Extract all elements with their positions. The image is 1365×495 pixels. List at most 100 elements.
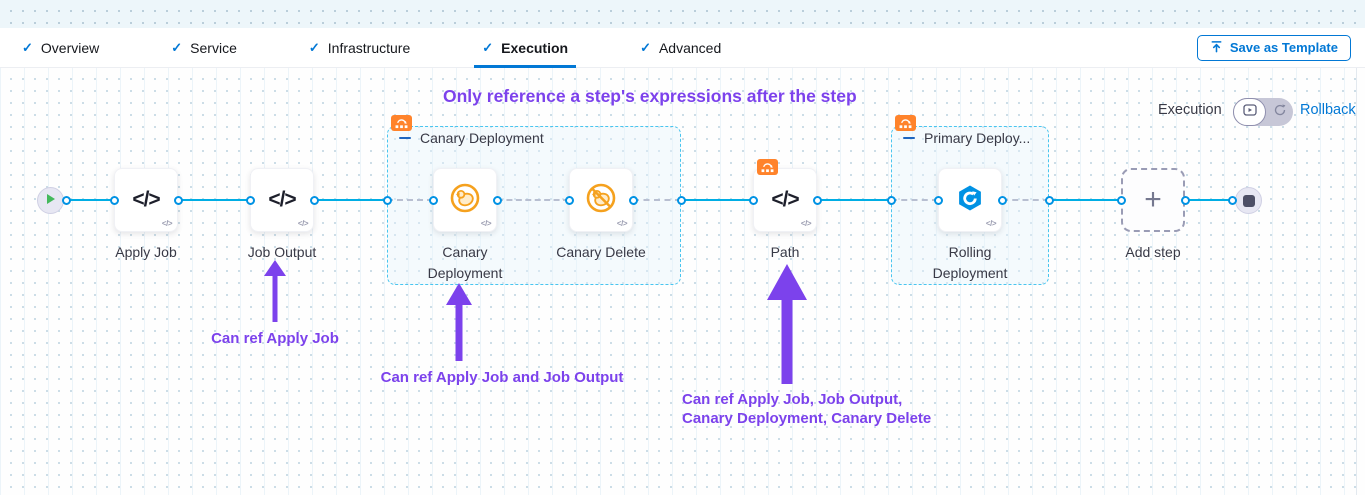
tab-label: Overview xyxy=(40,39,100,56)
node-port xyxy=(62,196,71,205)
step-group-icon xyxy=(895,115,916,131)
step-label-rolling-deployment: Rolling Deployment xyxy=(932,244,1008,281)
node-port xyxy=(383,196,392,205)
check-icon: ✓ xyxy=(308,39,320,55)
node-port xyxy=(1181,196,1190,205)
tab-label: Advanced xyxy=(658,39,722,56)
annotation-arrow-path xyxy=(767,264,807,384)
save-as-template-label: Save as Template xyxy=(1229,40,1338,55)
step-label-canary-delete: Canary Delete xyxy=(556,244,646,260)
step-label-apply-job: Apply Job xyxy=(115,244,177,260)
code-mini-icon: </> xyxy=(480,219,492,228)
step-label-canary-deployment: Canary Deployment xyxy=(427,244,503,281)
step-group-canary-header[interactable]: Canary Deployment xyxy=(399,130,544,146)
node-port xyxy=(998,196,1007,205)
tab-infrastructure[interactable]: ✓ Infrastructure xyxy=(301,28,418,67)
node-port xyxy=(310,196,319,205)
execution-canvas: Only reference a step's expressions afte… xyxy=(0,68,1365,495)
rolling-deployment-icon xyxy=(954,182,986,219)
check-icon: ✓ xyxy=(22,39,33,55)
save-as-template-button[interactable]: Save as Template xyxy=(1196,34,1351,61)
node-port xyxy=(749,196,758,205)
pipeline-start-node xyxy=(37,187,64,214)
annotation-arrow-job-output xyxy=(264,260,286,322)
collapse-icon[interactable] xyxy=(903,136,915,140)
node-port xyxy=(174,196,183,205)
rollback-link[interactable]: Rollback xyxy=(1300,102,1356,118)
tab-overview[interactable]: ✓ Overview xyxy=(14,28,107,67)
execution-mode-label: Execution xyxy=(1158,102,1222,118)
connector-line xyxy=(1185,199,1235,201)
pipeline-end-node xyxy=(1235,187,1262,214)
code-icon: </> xyxy=(132,188,160,211)
connector-line-dashed xyxy=(891,199,938,201)
stop-icon xyxy=(1242,194,1255,207)
code-mini-icon: </> xyxy=(985,219,997,228)
code-icon: </> xyxy=(771,188,799,211)
node-port xyxy=(887,196,896,205)
node-port xyxy=(493,196,502,205)
canary-delete-icon xyxy=(585,182,617,219)
top-dotted-strip xyxy=(0,0,1365,28)
tab-service[interactable]: ✓ Service xyxy=(163,28,245,67)
upload-icon xyxy=(1210,40,1223,56)
step-card-job-output[interactable]: </> </> xyxy=(250,168,314,232)
step-card-canary-delete[interactable]: </> xyxy=(569,168,633,232)
annotation-can-ref-2: Can ref Apply Job and Job Output xyxy=(380,369,624,386)
check-icon: ✓ xyxy=(482,39,494,55)
step-group-label: Primary Deploy... xyxy=(924,130,1031,146)
tab-advanced[interactable]: ✓ Advanced xyxy=(632,28,729,67)
stage-tabbar: ✓ Overview ✓ Service ✓ Infrastructure ✓ … xyxy=(0,28,1365,68)
connector-line xyxy=(178,199,250,201)
step-group-icon xyxy=(391,115,412,131)
connector-line-dashed xyxy=(387,199,433,201)
node-port xyxy=(677,196,686,205)
step-card-rolling-deployment[interactable]: </> xyxy=(938,168,1002,232)
rollback-mode-button[interactable] xyxy=(1266,103,1293,122)
annotation-line-2: Canary Deployment, Canary Delete xyxy=(682,410,932,427)
add-step-label: Add step xyxy=(1125,244,1181,260)
connector-line xyxy=(817,199,891,201)
collapse-icon[interactable] xyxy=(399,136,411,140)
step-card-path[interactable]: </> </> xyxy=(753,168,817,232)
tab-label: Infrastructure xyxy=(327,39,411,56)
play-icon xyxy=(45,192,56,210)
annotation-line-1: Can ref Apply Job, Job Output, xyxy=(682,391,903,408)
canary-deployment-icon xyxy=(449,182,481,219)
add-step-button[interactable]: + xyxy=(1121,168,1185,232)
connector-line xyxy=(314,199,387,201)
tab-label: Execution xyxy=(501,39,569,56)
step-label-job-output: Job Output xyxy=(247,244,317,260)
node-port xyxy=(246,196,255,205)
code-mini-icon: </> xyxy=(800,219,812,228)
connector-line xyxy=(681,199,753,201)
annotation-arrow-canary-deployment xyxy=(446,283,472,361)
rollback-icon xyxy=(1273,103,1287,122)
node-port xyxy=(934,196,943,205)
step-card-canary-deployment[interactable]: </> xyxy=(433,168,497,232)
tab-execution[interactable]: ✓ Execution xyxy=(474,28,576,68)
node-port xyxy=(813,196,822,205)
execution-mode-button[interactable] xyxy=(1233,98,1266,126)
node-port xyxy=(1117,196,1126,205)
annotation-can-ref-1: Can ref Apply Job xyxy=(211,330,339,347)
looping-strategy-icon xyxy=(757,159,778,175)
connector-line-dashed xyxy=(633,199,681,201)
connector-line-dashed xyxy=(497,199,569,201)
step-group-label: Canary Deployment xyxy=(420,130,544,146)
step-card-apply-job[interactable]: </> </> xyxy=(114,168,178,232)
code-mini-icon: </> xyxy=(297,219,309,228)
execution-icon xyxy=(1242,103,1257,121)
node-port xyxy=(629,196,638,205)
code-icon: </> xyxy=(268,188,296,211)
canvas-right-divider xyxy=(1356,68,1357,495)
check-icon: ✓ xyxy=(640,39,651,55)
connector-line xyxy=(1049,199,1121,201)
annotation-can-ref-3: Can ref Apply Job, Job Output, Canary De… xyxy=(682,390,982,428)
node-port xyxy=(1045,196,1054,205)
step-group-primary-header[interactable]: Primary Deploy... xyxy=(903,130,1030,146)
check-icon: ✓ xyxy=(171,39,183,55)
step-label-path: Path xyxy=(770,244,800,260)
node-port xyxy=(110,196,119,205)
connector-line xyxy=(66,199,114,201)
